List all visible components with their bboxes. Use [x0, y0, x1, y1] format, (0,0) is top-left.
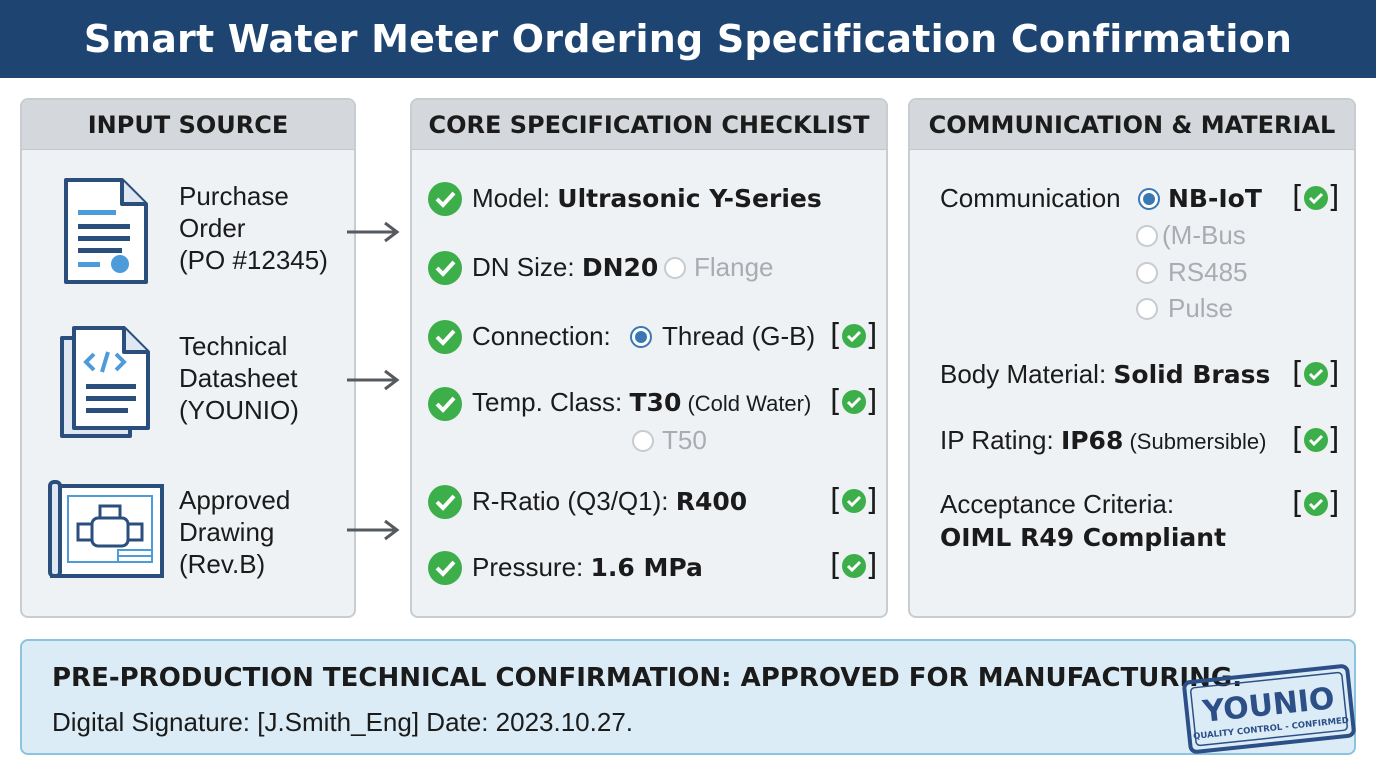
radio-nb-iot[interactable]: [1138, 188, 1160, 210]
check-icon: [1303, 492, 1328, 516]
option-flange: Flange: [694, 252, 774, 282]
option-pulse: Pulse: [1168, 293, 1234, 323]
option-thread: Thread (G-B): [662, 321, 816, 351]
radio-m-bus[interactable]: [1136, 225, 1158, 247]
arrow-right-icon: [347, 519, 400, 541]
core-spec-panel: CORE SPECIFICATION CHECKLIST Model: Ultr…: [410, 98, 888, 618]
communication-material-panel: COMMUNICATION & MATERIAL Communication N…: [908, 98, 1356, 618]
checkbox-communication[interactable]: []: [1292, 180, 1340, 215]
arrow-right-icon: [347, 369, 400, 391]
confirmation-text: PRE-PRODUCTION TECHNICAL CONFIRMATION: A…: [52, 663, 1243, 693]
checkbox-r-ratio[interactable]: []: [830, 483, 878, 518]
radio-thread[interactable]: [630, 326, 652, 348]
option-nb-iot: NB-IoT: [1168, 184, 1262, 213]
communication-material-heading: COMMUNICATION & MATERIAL: [910, 100, 1354, 150]
radio-pulse[interactable]: [1136, 298, 1158, 320]
check-icon: [841, 554, 866, 578]
spec-connection: Connection:: [472, 321, 611, 351]
checkbox-body-material[interactable]: []: [1292, 356, 1340, 391]
check-icon: [1303, 362, 1328, 386]
option-m-bus: (M-Bus: [1162, 220, 1246, 250]
spec-pressure: Pressure: 1.6 MPa: [472, 552, 703, 582]
blueprint-icon: [48, 480, 164, 578]
input-source-heading: INPUT SOURCE: [22, 100, 354, 150]
checkbox-acceptance[interactable]: []: [1292, 486, 1340, 521]
spec-model: Model: Ultrasonic Y-Series: [472, 183, 822, 213]
option-rs485: RS485: [1168, 257, 1248, 287]
spec-dn-size: DN Size: DN20: [472, 252, 659, 282]
page-title: Smart Water Meter Ordering Specification…: [83, 17, 1293, 61]
check-circle-icon: [428, 182, 462, 216]
spec-r-ratio: R-Ratio (Q3/Q1): R400: [472, 486, 748, 516]
document-icon: [64, 178, 148, 284]
core-spec-heading: CORE SPECIFICATION CHECKLIST: [412, 100, 886, 150]
check-icon: [841, 324, 866, 348]
check-circle-icon: [428, 485, 462, 519]
check-icon: [1303, 428, 1328, 452]
spec-communication-label: Communication: [940, 183, 1121, 213]
check-icon: [841, 489, 866, 513]
check-circle-icon: [428, 551, 462, 585]
confirmation-footer: PRE-PRODUCTION TECHNICAL CONFIRMATION: A…: [20, 639, 1356, 755]
spec-body-material: Body Material: Solid Brass: [940, 359, 1271, 389]
checkbox-temp-class[interactable]: []: [830, 384, 878, 419]
code-document-icon: [60, 326, 150, 438]
radio-rs485[interactable]: [1136, 262, 1158, 284]
arrow-right-icon: [347, 221, 400, 243]
source-label: Purchase Order (PO #12345): [179, 181, 328, 275]
check-circle-icon: [428, 251, 462, 285]
check-icon: [841, 390, 866, 414]
check-circle-icon: [428, 387, 462, 421]
checkbox-ip-rating[interactable]: []: [1292, 422, 1340, 457]
spec-temp-class: Temp. Class: T30 (Cold Water): [472, 387, 812, 417]
spec-acceptance-value: OIML R49 Compliant: [940, 523, 1227, 552]
source-label: Technical Datasheet (YOUNIO): [179, 331, 299, 425]
quality-stamp: YOUNIO QUALITY CONTROL - CONFIRMED: [1182, 664, 1356, 754]
spec-acceptance-label: Acceptance Criteria:: [940, 489, 1175, 519]
radio-flange[interactable]: [664, 257, 686, 279]
check-circle-icon: [428, 320, 462, 354]
digital-signature: Digital Signature: [J.Smith_Eng] Date: 2…: [52, 707, 634, 737]
checkbox-pressure[interactable]: []: [830, 548, 878, 583]
spec-ip-rating: IP Rating: IP68 (Submersible): [940, 425, 1267, 455]
check-icon: [1303, 186, 1328, 210]
checkbox-connection[interactable]: []: [830, 318, 878, 353]
input-source-panel: INPUT SOURCE Purchase Order (PO #12345) …: [20, 98, 356, 618]
radio-t50[interactable]: [632, 430, 654, 452]
source-label: Approved Drawing (Rev.B): [179, 485, 291, 579]
title-bar: Smart Water Meter Ordering Specification…: [0, 0, 1376, 78]
option-t50: T50: [662, 425, 707, 455]
